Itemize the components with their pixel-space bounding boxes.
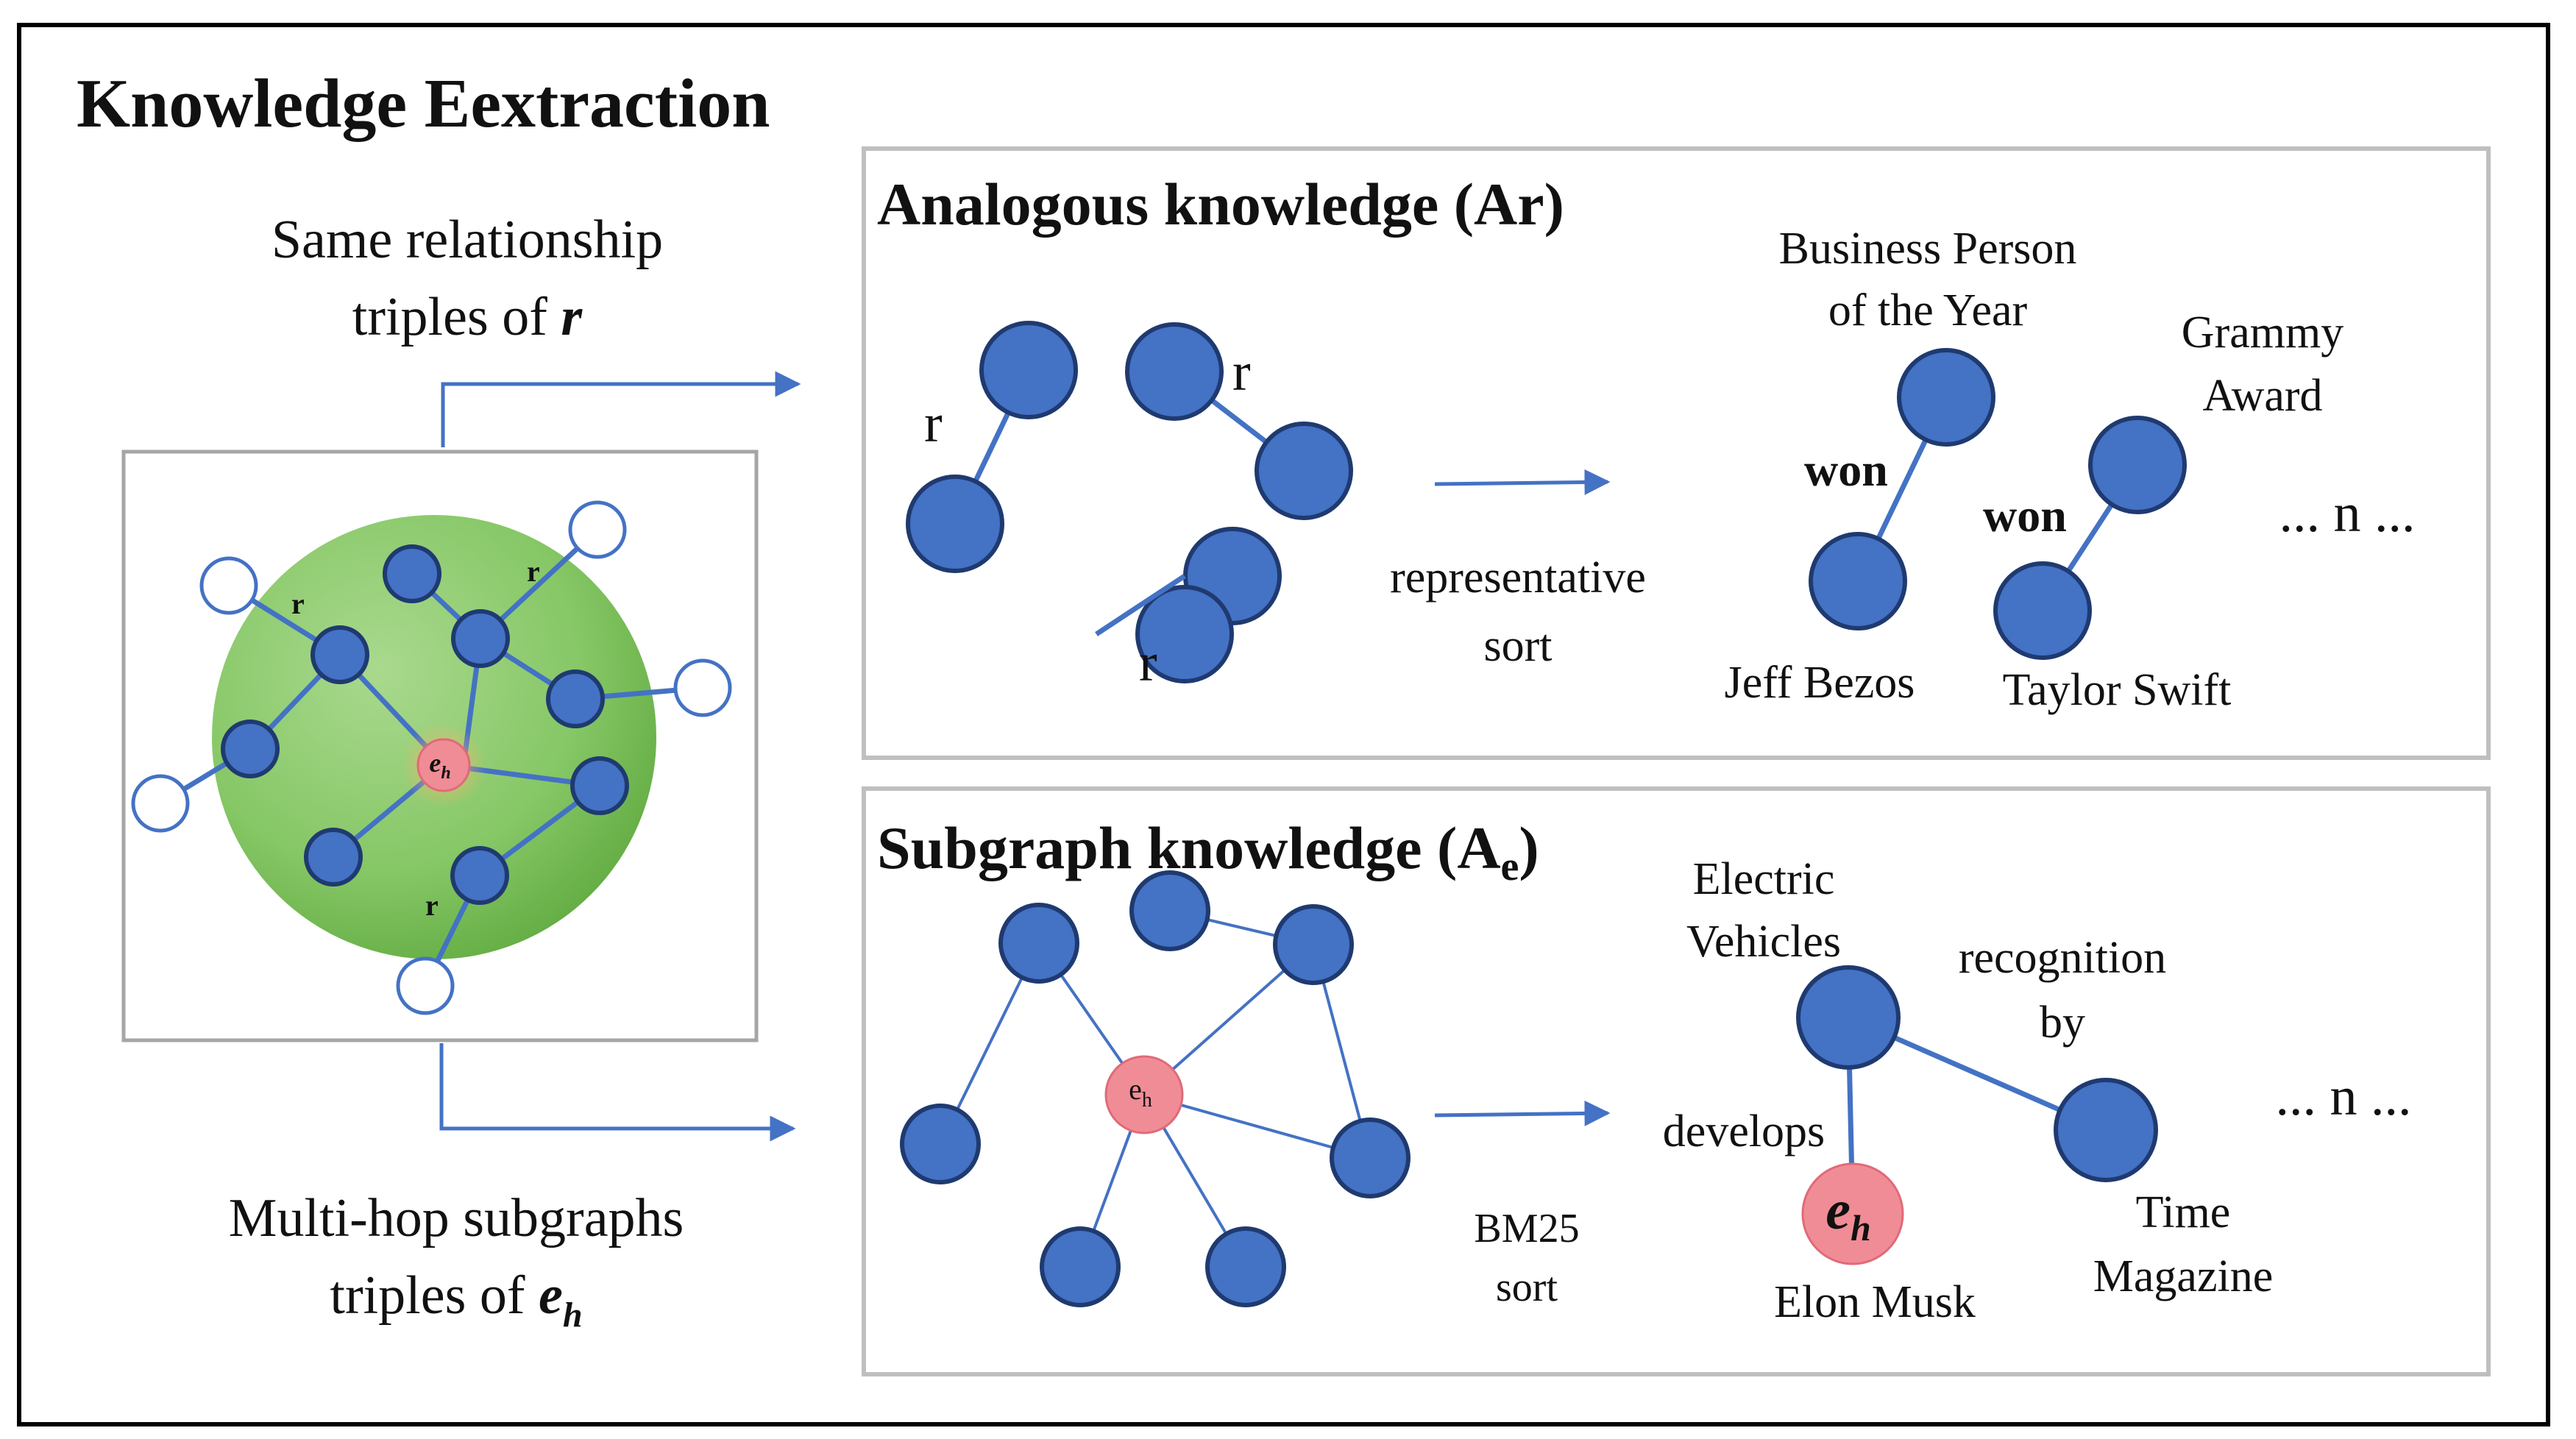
- knowledge-graph-panel: eh r r r: [121, 450, 759, 1042]
- example-relation2-line2: by: [2040, 998, 2085, 1048]
- arrow-to-subgraph: [439, 1043, 796, 1142]
- representative-sort-arrow: [1434, 469, 1611, 495]
- example-node-electric-vehicles: [1796, 965, 1901, 1070]
- graph-node: [450, 846, 509, 905]
- left-top-caption-line1: Same relationship: [272, 210, 663, 270]
- example-node-taylor-swift: [1993, 561, 2092, 660]
- analogous-knowledge-panel: Analogous knowledge (Ar) r r r represent…: [862, 146, 2491, 760]
- analogous-ellipsis: ... n ...: [2279, 483, 2416, 544]
- analogous-edge-label-r: r: [1139, 633, 1157, 693]
- hollow-node: [199, 556, 258, 615]
- graph-node: [546, 669, 605, 728]
- example-node1-line1: Electric: [1693, 854, 1835, 904]
- left-top-caption-line2: triples of r: [352, 287, 583, 347]
- analogous-node: [1135, 585, 1234, 683]
- center-node: [416, 738, 471, 792]
- example-center-label: eh: [1825, 1179, 1871, 1248]
- example1-head: Jeff Bezos: [1725, 658, 1915, 708]
- analogous-node: [1255, 422, 1353, 520]
- graph-node: [451, 609, 510, 668]
- analogous-node: [979, 321, 1078, 419]
- example2-head: Taylor Swift: [2003, 665, 2232, 715]
- subgraph-panel-title: Subgraph knowledge (Ae): [877, 814, 1539, 889]
- example2-relation: won: [1983, 489, 2067, 541]
- example1-tail-line1: Business Person: [1779, 224, 2077, 274]
- graph-node: [221, 720, 280, 778]
- example-node-time-magazine: [2054, 1078, 2158, 1182]
- arrow-to-analogous: [441, 371, 801, 447]
- example-relation1: develops: [1663, 1106, 1825, 1156]
- graph-node: [311, 625, 369, 684]
- analogous-panel-title: Analogous knowledge (Ar): [877, 171, 1564, 238]
- example1-relation: won: [1804, 444, 1888, 496]
- left-bottom-caption-line2: triples of eh: [330, 1265, 582, 1335]
- hollow-node: [131, 774, 190, 833]
- example-center-node-elon: [1801, 1162, 1904, 1265]
- analogous-node: [906, 475, 1004, 573]
- representative-sort-label-line2: sort: [1484, 621, 1553, 671]
- graph-node: [304, 828, 363, 887]
- example2-tail-line2: Award: [2202, 371, 2322, 421]
- subgraph-ellipsis: ... n ...: [2276, 1067, 2412, 1127]
- analogous-node: [1125, 322, 1224, 421]
- subgraph-knowledge-panel: Subgraph knowledge (Ae) eh BM25 sort: [862, 786, 2491, 1376]
- subgraph-node: [1205, 1226, 1286, 1307]
- example-node1-line2: Vehicles: [1686, 917, 1841, 967]
- bm25-sort-arrow: [1434, 1100, 1611, 1126]
- subgraph-node: [1129, 870, 1210, 951]
- subgraph-center-node: [1104, 1055, 1184, 1134]
- analogous-edge-label-r: r: [924, 394, 943, 454]
- example2-tail-line1: Grammy: [2182, 308, 2343, 358]
- graph-node: [383, 544, 441, 603]
- subgraph-node: [900, 1104, 981, 1184]
- example1-tail-line2: of the Year: [1828, 285, 2028, 335]
- left-bottom-caption-line1: Multi-hop subgraphs: [229, 1188, 684, 1248]
- example-relation2-line1: recognition: [1959, 933, 2166, 983]
- graph-node: [570, 756, 629, 815]
- hollow-node: [396, 956, 455, 1015]
- graph-edge-label-r: r: [425, 889, 439, 922]
- graph-edge-label-r: r: [291, 587, 305, 620]
- subgraph-center-label: eh: [1129, 1073, 1152, 1112]
- subgraph-node: [1330, 1118, 1411, 1198]
- example-node-jeff-bezos: [1809, 532, 1907, 630]
- graph-edge-label-r: r: [527, 555, 540, 588]
- example-center-caption: Elon Musk: [1774, 1277, 1976, 1327]
- subgraph-node: [998, 903, 1079, 984]
- hollow-node: [568, 500, 627, 559]
- analogous-edge-label-r: r: [1232, 342, 1251, 402]
- bm25-sort-label-line2: sort: [1496, 1265, 1558, 1310]
- subgraph-node: [1273, 904, 1354, 985]
- representative-sort-label-line1: representative: [1390, 552, 1646, 603]
- hollow-node: [673, 658, 732, 717]
- example-node-grammy: [2088, 416, 2187, 514]
- example-node-business-person: [1897, 348, 1995, 447]
- analogous-panel-border: [862, 146, 2491, 760]
- example-node2-line2: Magazine: [2093, 1251, 2273, 1301]
- subgraph-node: [1040, 1226, 1121, 1307]
- center-node-label: eh: [429, 748, 450, 783]
- bm25-sort-label-line1: BM25: [1474, 1206, 1579, 1251]
- page-title: Knowledge Eextraction: [77, 65, 770, 142]
- example-node2-line1: Time: [2136, 1187, 2231, 1237]
